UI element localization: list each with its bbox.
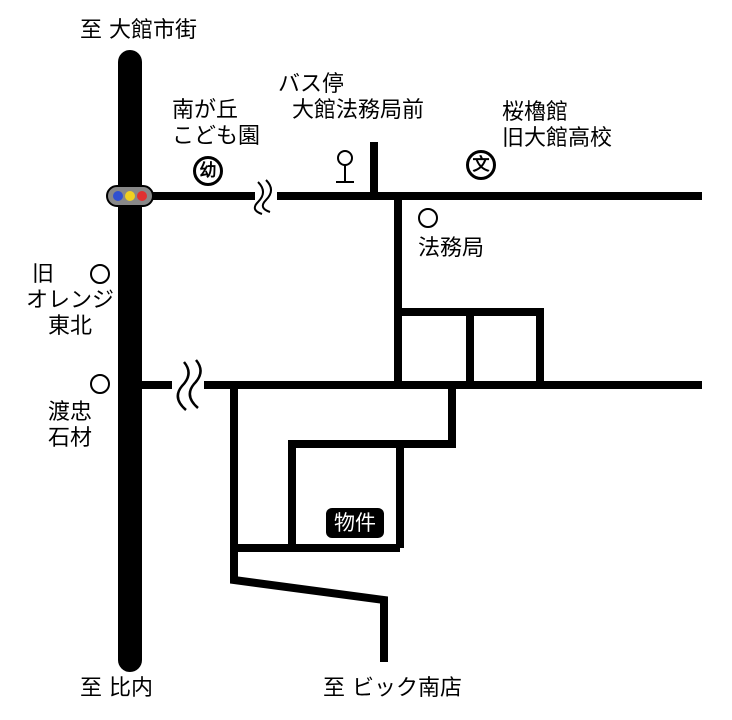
label-bus-stop-line1: バス停	[278, 72, 345, 97]
label-school: 桜櫓館 旧大館高校	[502, 100, 612, 152]
label-orange-tohoku: 旧 オレンジ 東北	[26, 262, 114, 340]
label-bus-stop: バス停 大館法務局前	[270, 72, 470, 124]
road-to-big-minami	[230, 548, 388, 662]
block-road	[398, 308, 544, 385]
watachu-stone-marker	[90, 374, 110, 394]
legal-affairs-marker	[418, 208, 438, 228]
label-stone-line2: 石材	[48, 426, 93, 451]
property-marker: 物件	[326, 508, 384, 538]
road-break-lower	[172, 359, 204, 411]
label-kindergarten-line2: こども園	[172, 124, 261, 149]
label-to-hinai: 至 比内	[80, 676, 153, 701]
kindergarten-icon: 幼	[193, 156, 223, 186]
label-kindergarten: 南が丘 こども園	[172, 98, 260, 150]
label-to-odate: 至 大館市街	[80, 18, 197, 43]
label-school-line2: 旧大館高校	[502, 126, 613, 151]
bus-stop-marker	[336, 150, 354, 183]
label-orange-line3: 東北	[48, 314, 93, 339]
traffic-signal-icon	[106, 185, 154, 207]
south-road-loop	[288, 385, 456, 548]
label-orange-line2: オレンジ	[26, 288, 115, 313]
label-kindergarten-line1: 南が丘	[172, 98, 239, 123]
label-watachu-stone: 渡忠 石材	[48, 400, 92, 452]
label-stone-line1: 渡忠	[48, 400, 93, 425]
label-legal-affairs: 法務局	[418, 236, 485, 261]
school-icon: 文	[466, 150, 496, 180]
label-orange-line1: 旧	[32, 262, 55, 287]
label-bus-stop-line2: 大館法務局前	[292, 98, 425, 123]
label-school-line1: 桜櫓館	[502, 100, 569, 125]
label-to-big-minami: 至 ビック南店	[323, 676, 462, 701]
orange-tohoku-marker	[90, 264, 110, 284]
road-break-upper	[253, 179, 277, 215]
